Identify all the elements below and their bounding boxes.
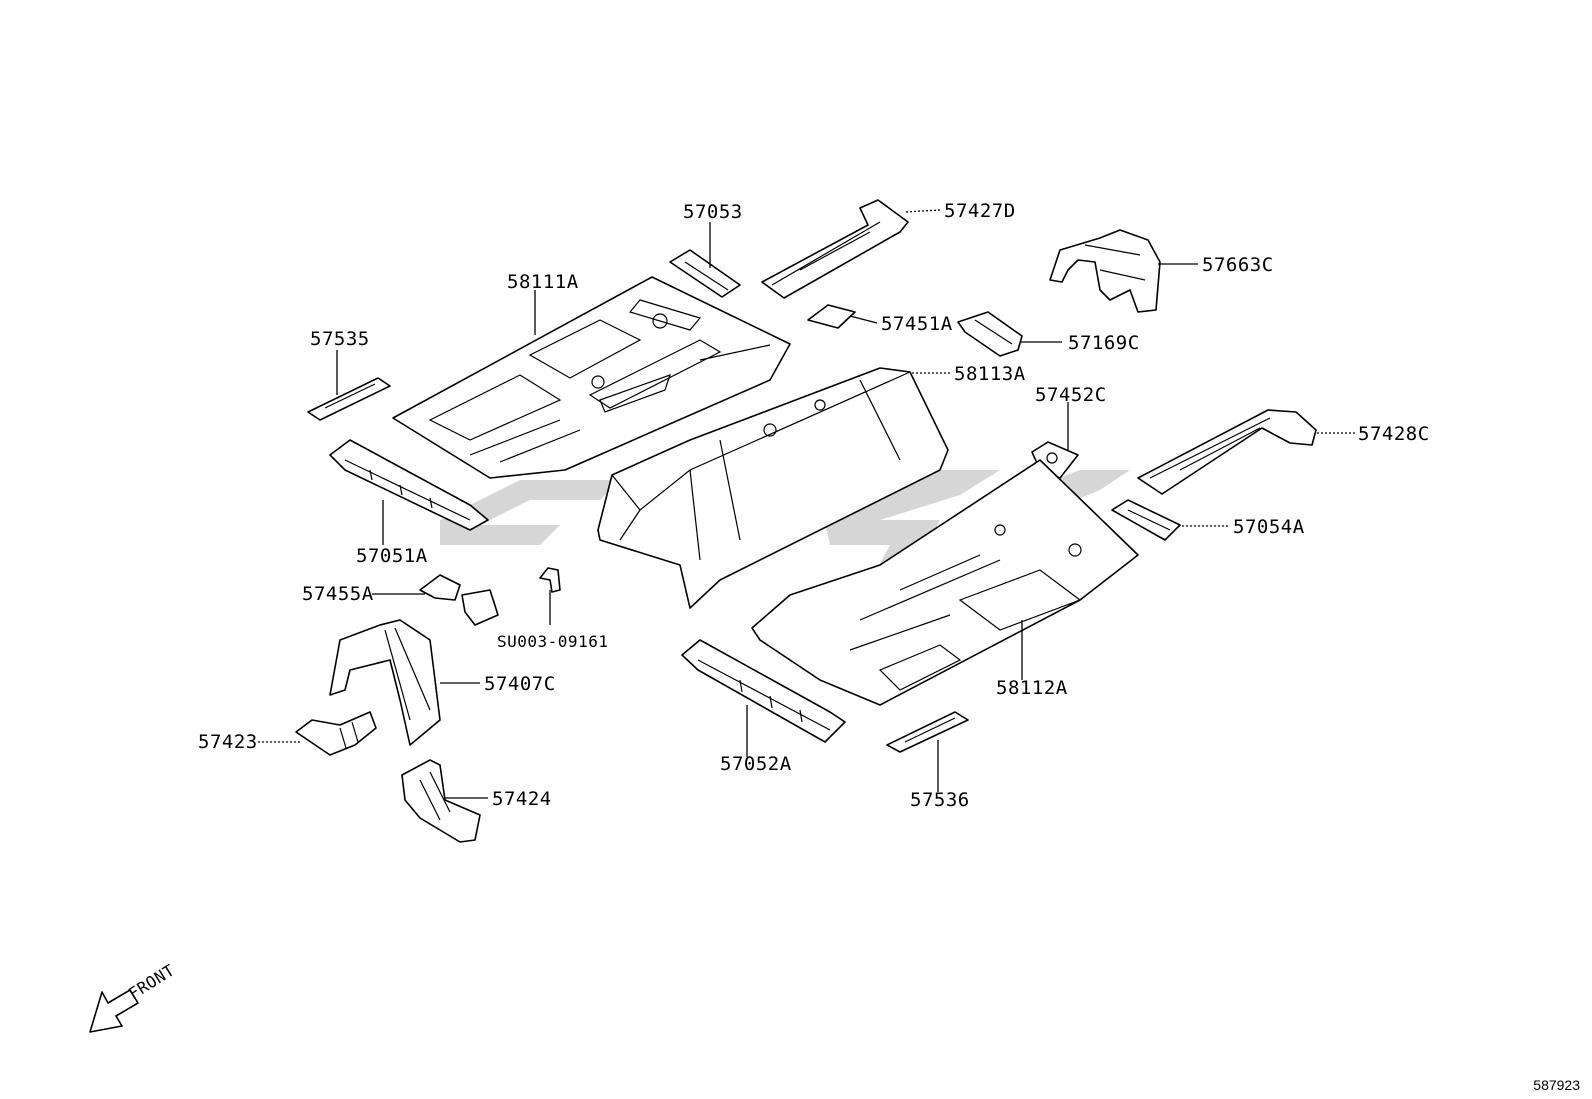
part-57052A[interactable]	[681, 639, 846, 743]
part-57663C[interactable]	[1049, 229, 1161, 313]
part-57423[interactable]	[295, 711, 377, 756]
part-SU003-09161[interactable]	[539, 567, 561, 593]
label-SU003-09161: SU003-09161	[497, 632, 608, 651]
part-57451A[interactable]	[807, 304, 856, 329]
part-57054A[interactable]	[1111, 499, 1181, 541]
diagram-number: 587923	[1533, 1077, 1580, 1093]
part-58113A[interactable]	[597, 367, 949, 609]
part-57455A[interactable]	[419, 574, 499, 626]
part-57407C[interactable]	[329, 619, 441, 746]
part-57536[interactable]	[886, 711, 969, 753]
part-57051A[interactable]	[329, 439, 489, 531]
label-57169C: 57169C	[1068, 332, 1140, 354]
part-labels: 57053 57427D 57663C 58111A 57451A 57169C…	[198, 200, 1430, 811]
part-57053[interactable]	[669, 249, 741, 298]
label-58112A: 58112A	[996, 677, 1068, 699]
part-57535[interactable]	[307, 377, 391, 421]
label-57052A: 57052A	[720, 753, 792, 775]
label-58113A: 58113A	[954, 363, 1026, 385]
front-label: FRONT	[125, 960, 178, 1003]
label-57451A: 57451A	[881, 313, 953, 335]
label-57051A: 57051A	[356, 545, 428, 567]
leader-lines	[258, 209, 1355, 799]
part-57428C[interactable]	[1137, 409, 1317, 495]
label-57053: 57053	[683, 201, 743, 223]
part-57169C[interactable]	[957, 311, 1023, 357]
part-58112A[interactable]	[751, 459, 1139, 706]
front-arrow-icon: FRONT	[89, 960, 178, 1033]
label-57423: 57423	[198, 731, 258, 753]
part-58111A[interactable]	[392, 276, 791, 479]
label-57054A: 57054A	[1233, 516, 1305, 538]
label-57536: 57536	[910, 789, 970, 811]
label-57427D: 57427D	[944, 200, 1016, 222]
label-57663C: 57663C	[1202, 254, 1274, 276]
label-57452C: 57452C	[1035, 384, 1107, 406]
label-57428C: 57428C	[1358, 423, 1430, 445]
label-57535: 57535	[310, 328, 370, 350]
label-57407C: 57407C	[484, 673, 556, 695]
label-58111A: 58111A	[507, 271, 579, 293]
label-57424: 57424	[492, 788, 552, 810]
part-57427D[interactable]	[761, 199, 909, 299]
part-57424[interactable]	[401, 759, 481, 843]
label-57455A: 57455A	[302, 583, 374, 605]
